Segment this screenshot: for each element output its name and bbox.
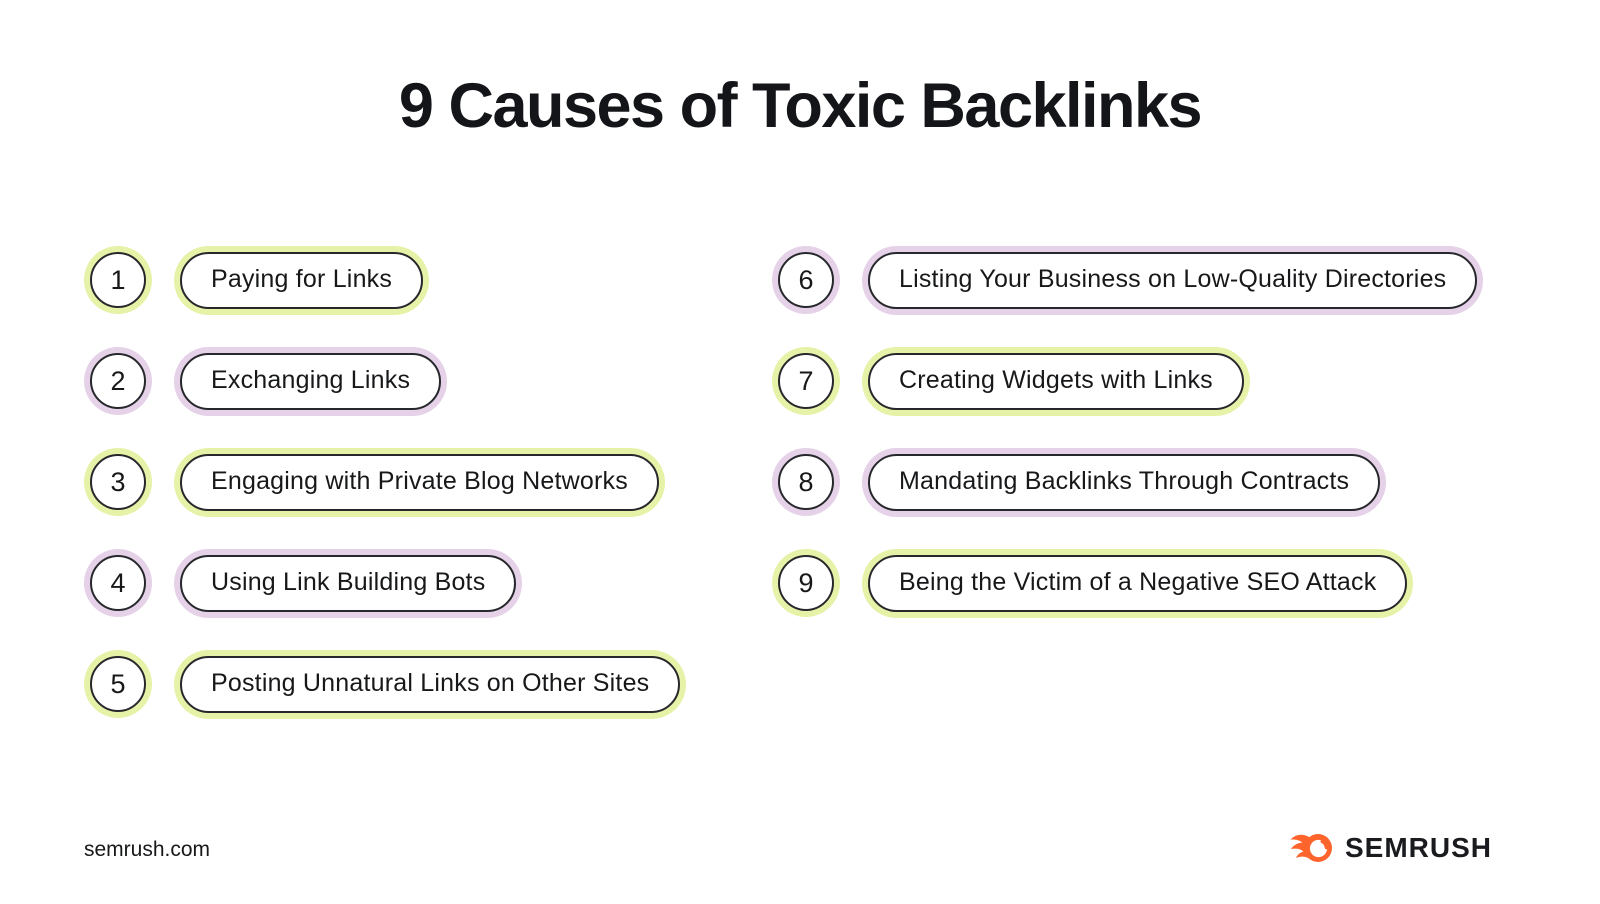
page-title: 9 Causes of Toxic Backlinks [398, 71, 1203, 141]
cause-item: 6 Listing Your Business on Low-Quality D… [772, 245, 1560, 315]
cause-number-halo: 7 [772, 347, 840, 415]
cause-number: 8 [778, 454, 834, 510]
cause-label: Creating Widgets with Links [868, 352, 1244, 410]
cause-pill-halo: Posting Unnatural Links on Other Sites [174, 649, 687, 719]
cause-label: Mandating Backlinks Through Contracts [868, 453, 1381, 511]
cause-pill-halo: Paying for Links [174, 245, 430, 315]
cause-pill-halo: Engaging with Private Blog Networks [174, 447, 665, 517]
cause-label: Listing Your Business on Low-Quality Dir… [868, 251, 1478, 309]
cause-pill-halo: Creating Widgets with Links [862, 346, 1250, 416]
cause-number-halo: 9 [772, 549, 840, 617]
cause-number: 1 [90, 252, 146, 308]
footer-site-url: semrush.com [84, 838, 211, 861]
cause-number-halo: 6 [772, 246, 840, 314]
cause-number-halo: 1 [84, 246, 152, 314]
cause-number: 9 [778, 555, 834, 611]
cause-item: 4 Using Link Building Bots [84, 548, 772, 618]
semrush-wordmark: SEMRUSH [1344, 832, 1492, 863]
causes-list: 1 Paying for Links 2 Exchanging Links 3 … [84, 245, 1560, 751]
cause-item: 5 Posting Unnatural Links on Other Sites [84, 649, 772, 719]
cause-pill-halo: Being the Victim of a Negative SEO Attac… [862, 548, 1414, 618]
cause-number: 3 [90, 454, 146, 510]
cause-label: Using Link Building Bots [180, 554, 517, 612]
cause-label: Exchanging Links [180, 352, 442, 410]
cause-number: 4 [90, 555, 146, 611]
cause-number-halo: 5 [84, 650, 152, 718]
semrush-logo: SEMRUSH [1288, 828, 1492, 868]
semrush-flame-icon [1290, 834, 1332, 862]
cause-label: Paying for Links [180, 251, 424, 309]
cause-number: 2 [90, 353, 146, 409]
cause-item: 2 Exchanging Links [84, 346, 772, 416]
cause-pill-halo: Using Link Building Bots [174, 548, 523, 618]
cause-number-halo: 2 [84, 347, 152, 415]
cause-item: 8 Mandating Backlinks Through Contracts [772, 447, 1560, 517]
cause-number: 7 [778, 353, 834, 409]
cause-number-halo: 4 [84, 549, 152, 617]
cause-item: 7 Creating Widgets with Links [772, 346, 1560, 416]
cause-pill-halo: Exchanging Links [174, 346, 448, 416]
cause-label: Engaging with Private Blog Networks [180, 453, 659, 511]
cause-item: 3 Engaging with Private Blog Networks [84, 447, 772, 517]
cause-label: Being the Victim of a Negative SEO Attac… [868, 554, 1408, 612]
causes-column-right: 6 Listing Your Business on Low-Quality D… [772, 245, 1560, 650]
cause-pill-halo: Listing Your Business on Low-Quality Dir… [862, 245, 1484, 315]
cause-item: 1 Paying for Links [84, 245, 772, 315]
cause-number: 6 [778, 252, 834, 308]
cause-item: 9 Being the Victim of a Negative SEO Att… [772, 548, 1560, 618]
cause-label: Posting Unnatural Links on Other Sites [180, 655, 681, 713]
cause-number-halo: 3 [84, 448, 152, 516]
cause-number: 5 [90, 656, 146, 712]
causes-column-left: 1 Paying for Links 2 Exchanging Links 3 … [84, 245, 772, 751]
cause-pill-halo: Mandating Backlinks Through Contracts [862, 447, 1387, 517]
cause-number-halo: 8 [772, 448, 840, 516]
